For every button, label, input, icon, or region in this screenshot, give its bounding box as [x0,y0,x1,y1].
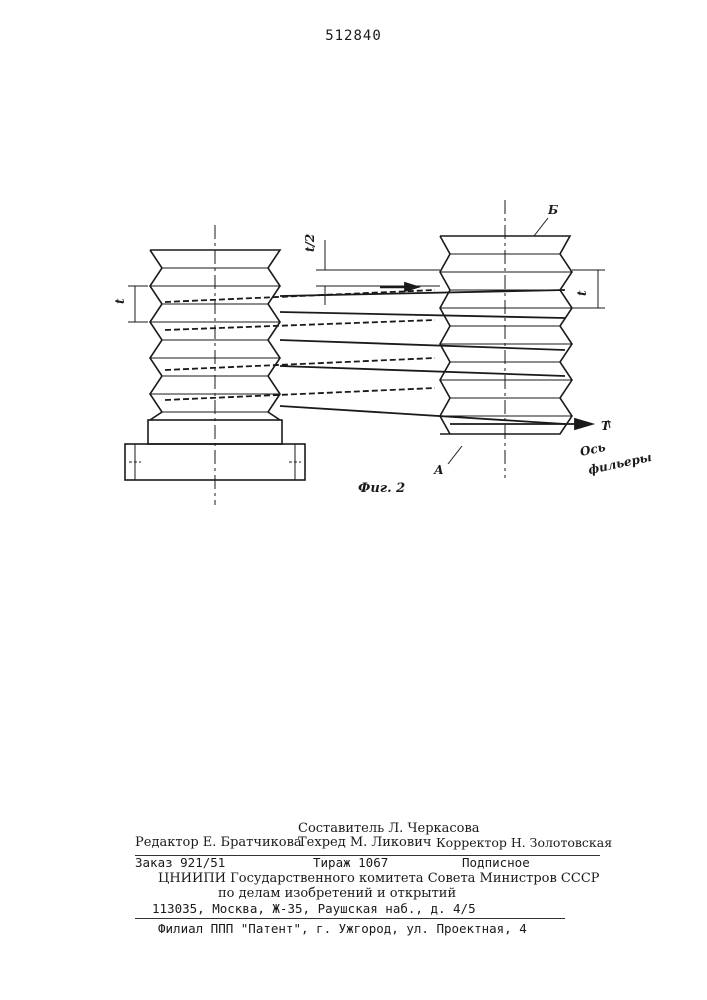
label-t-half: t/2 [303,234,317,252]
corrector: Корректор Н. Золотовская [436,835,612,850]
label-a: А [433,463,444,477]
right-roller [440,200,572,478]
org-line1: ЦНИИПИ Государственного комитета Совета … [158,871,600,886]
dimension-lines [128,218,610,464]
editor: Редактор Е. Братчикова [135,835,302,850]
thread-windings [165,283,592,429]
order: Заказ 921/51 [135,855,225,870]
axis-label-line1: Ось [579,440,607,459]
label-t-left: t [113,298,127,304]
figure-drawing: Б А t t t/2 T Ось фильеры Фиг. 2 [0,0,707,520]
address: 113035, Москва, Ж-35, Раушская наб., д. … [152,901,476,916]
figure-caption: Фиг. 2 [358,481,405,496]
subscription: Подписное [462,855,530,870]
circulation: Тираж 1067 [313,855,388,870]
label-t-arrow: T [601,419,611,433]
label-b: Б [547,203,558,217]
org-line2: по делам изобретений и открытий [218,886,456,901]
rule-bottom [135,918,565,919]
compiler: Составитель Л. Черкасова [298,821,480,836]
label-t-right: t [575,290,589,296]
techred: Техред М. Ликович [298,835,431,850]
branch: Филиал ППП "Патент", г. Ужгород, ул. Про… [158,921,527,936]
